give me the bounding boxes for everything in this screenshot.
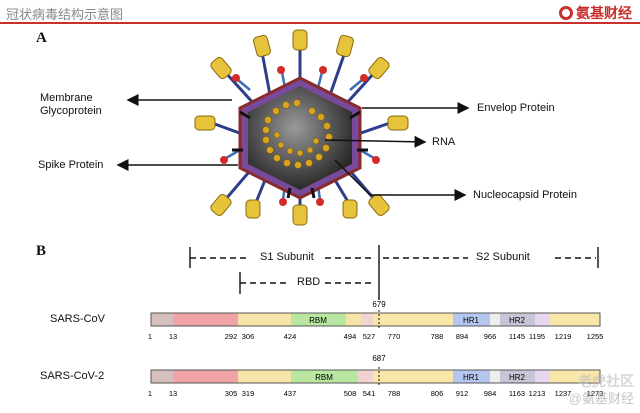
- sars-cov-2-tick-label: 1163: [509, 389, 525, 398]
- s2-subunit-label: S2 Subunit: [476, 251, 530, 263]
- sars-cov-2-name: SARS-CoV-2: [40, 370, 105, 382]
- rbd-label: RBD: [297, 276, 321, 288]
- sars-cov-2-hr1-label: HR1: [463, 373, 480, 382]
- sars-cov-tick-label: 966: [484, 332, 497, 341]
- membrane-glycoprotein-label: Membrane Glycoprotein: [40, 92, 102, 118]
- brand-icon: [559, 6, 573, 20]
- sars-cov-2-rbm-label: RBM: [315, 373, 333, 382]
- sars-cov-rbm-label: RBM: [309, 316, 327, 325]
- sars-cov-2-tick-label: 508: [344, 389, 357, 398]
- spike-protein-label: Spike Protein: [38, 159, 104, 171]
- sars-cov-tick-label: 1145: [509, 332, 525, 341]
- sars-cov-2-tick-label: 912: [456, 389, 469, 398]
- page-title: 冠状病毒结构示意图: [6, 7, 124, 22]
- sars-cov-tick-label: 1219: [555, 332, 572, 341]
- rna-nucleocapsid: [262, 99, 333, 169]
- rna-label: RNA: [432, 136, 456, 148]
- brand-logo: 氨基财经: [559, 3, 632, 23]
- sars-cov-2-domain-bar: [150, 367, 601, 386]
- sars-cov-position-ticks: 1 13 292 306 424 494 527 770 788 894 966 1145 1195 12…: [148, 332, 603, 341]
- sars-cov-tick-label: 1: [148, 332, 152, 341]
- sars-cov-name: SARS-CoV: [50, 313, 106, 325]
- brand-name: 氨基财经: [576, 5, 632, 21]
- s1-subunit-label: S1 Subunit: [260, 251, 314, 263]
- sars-cov-2-tick-label: 1213: [529, 389, 546, 398]
- sars-cov-tick-label: 306: [242, 332, 255, 341]
- sars-cov-2-tick-label: 1273: [587, 389, 604, 398]
- sars-cov-tick-label: 1255: [587, 332, 604, 341]
- sars-cov-tick-label: 788: [431, 332, 444, 341]
- sars-cov-tick-label: 1195: [529, 332, 545, 341]
- sars-cov-2-tick-label: 305: [225, 389, 238, 398]
- sars-cov-2-tick-label: 984: [484, 389, 497, 398]
- envelop-protein-label: Envelop Protein: [477, 102, 555, 114]
- membrane-label-line1: Membrane: [40, 92, 93, 104]
- brand-watermark: @氨基财经: [568, 391, 634, 406]
- sars-cov-2-tick-label: 541: [363, 389, 376, 398]
- sars-cov-cleavage-site: 679: [372, 300, 386, 309]
- sars-cov-tick-label: 527: [363, 332, 376, 341]
- sars-cov-domain-bar: [150, 310, 601, 329]
- sars-cov-tick-label: 424: [284, 332, 297, 341]
- community-watermark: 老虎社区: [578, 373, 634, 389]
- subunit-brackets: [189, 245, 599, 300]
- nucleocapsid-protein-label: Nucleocapsid Protein: [473, 189, 577, 201]
- sars-cov-tick-label: 894: [456, 332, 469, 341]
- membrane-label-line2: Glycoprotein: [40, 105, 102, 117]
- sars-cov-hr1-label: HR1: [463, 316, 480, 325]
- sars-cov-2-tick-label: 437: [284, 389, 297, 398]
- panel-a-label: A: [36, 30, 47, 46]
- panel-b-label: B: [36, 243, 47, 259]
- sars-cov-tick-label: 494: [344, 332, 357, 341]
- sars-cov-hr2-label: HR2: [509, 316, 526, 325]
- sars-cov-2-tick-label: 319: [242, 389, 255, 398]
- sars-cov-2-tick-label: 806: [431, 389, 444, 398]
- sars-cov-2-tick-label: 1237: [555, 389, 572, 398]
- page-header: 冠状病毒结构示意图 氨基财经: [0, 0, 640, 24]
- sars-cov-2-hr2-label: HR2: [509, 373, 526, 382]
- sars-cov-tick-label: 292: [225, 332, 238, 341]
- sars-cov-tick-label: 13: [169, 332, 177, 341]
- sars-cov-2-tick-label: 788: [388, 389, 401, 398]
- sars-cov-2-cleavage-site: 687: [372, 354, 386, 363]
- sars-cov-tick-label: 770: [388, 332, 401, 341]
- sars-cov-2-tick-label: 13: [169, 389, 177, 398]
- sars-cov-2-position-ticks: 1 13 305 319 437 508 541 788 806 912 984 1163 1213 12…: [148, 389, 603, 398]
- sars-cov-2-tick-label: 1: [148, 389, 152, 398]
